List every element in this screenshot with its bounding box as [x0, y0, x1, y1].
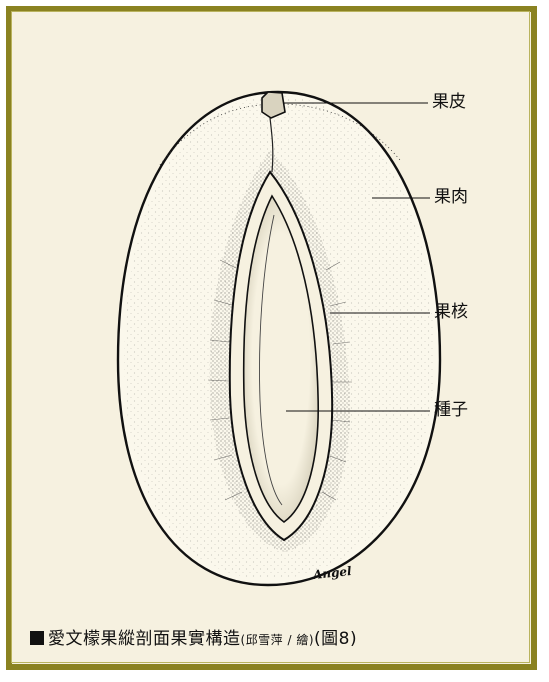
label-pericarp: 果皮 — [432, 94, 466, 111]
label-endocarp: 果核 — [434, 304, 468, 321]
label-flesh: 果肉 — [434, 189, 468, 206]
caption-credit: (邱雪萍 / 繪) — [241, 633, 315, 647]
figure-caption: 愛文檬果縱剖面果實構造(邱雪萍 / 繪)(圖8) — [30, 624, 357, 649]
caption-bullet-icon — [30, 631, 44, 645]
caption-figure-number: (圖8) — [314, 629, 357, 649]
label-seed: 種子 — [434, 402, 468, 419]
caption-main: 愛文檬果縱剖面果實構造 — [48, 629, 241, 649]
stem — [262, 92, 285, 118]
